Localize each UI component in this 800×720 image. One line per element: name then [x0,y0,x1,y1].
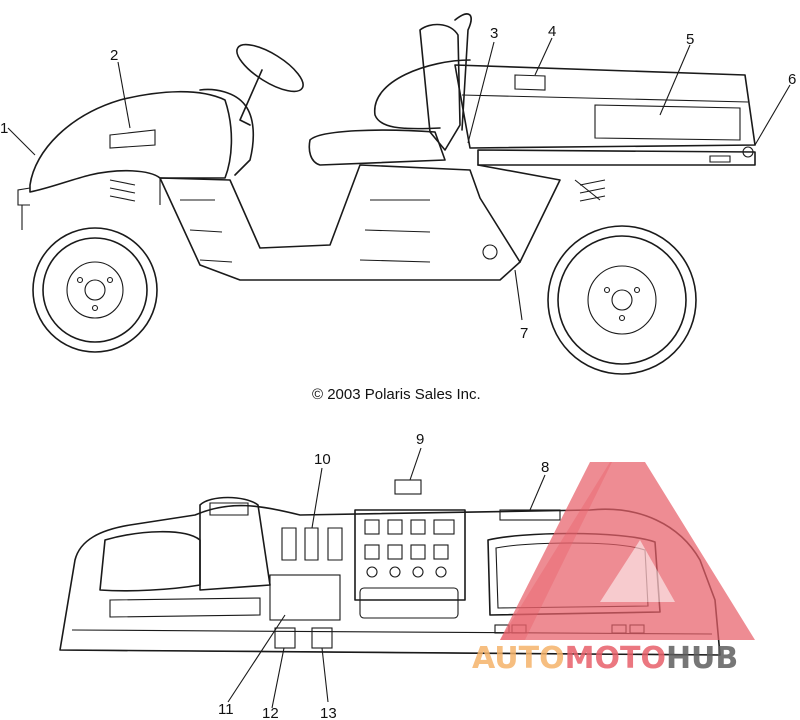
callout-3: 3 [490,25,498,42]
callout-1: 1 [0,120,8,137]
callout-4: 4 [548,23,556,40]
instrument-cluster [354,509,466,619]
callout-10: 10 [314,451,331,468]
watermark-hub: HUB [666,641,738,676]
rear-wheel [547,225,697,375]
triangle-logo-icon [500,462,755,640]
callout-12: 12 [262,705,279,720]
callout-11: 11 [218,701,234,718]
decal-12 [274,627,296,649]
decal-11 [269,574,341,621]
callouts: 1 2 3 4 5 6 7 8 9 10 11 12 13 [0,23,796,720]
callout-2: 2 [110,47,118,64]
watermark-moto: MOTO [565,641,666,676]
watermark-text: AUTOMOTOHUB [472,641,738,676]
decal-9 [394,479,422,495]
front-wheel [32,227,158,353]
callout-7: 7 [520,325,528,342]
callout-5: 5 [686,31,694,48]
callout-8: 8 [541,459,549,476]
front-hood [29,90,233,193]
watermark-auto: AUTO [472,641,565,676]
callout-13: 13 [320,705,337,720]
seat [308,129,446,166]
watermark: AUTOMOTOHUB [472,462,755,676]
cargo-bed [454,64,756,263]
callout-9: 9 [416,431,424,448]
vehicle-side-view [7,13,791,375]
copyright-text: © 2003 Polaris Sales Inc. [312,386,481,403]
callout-6: 6 [788,71,796,88]
side-panel [159,164,521,281]
logo-outer-triangle [500,462,755,640]
